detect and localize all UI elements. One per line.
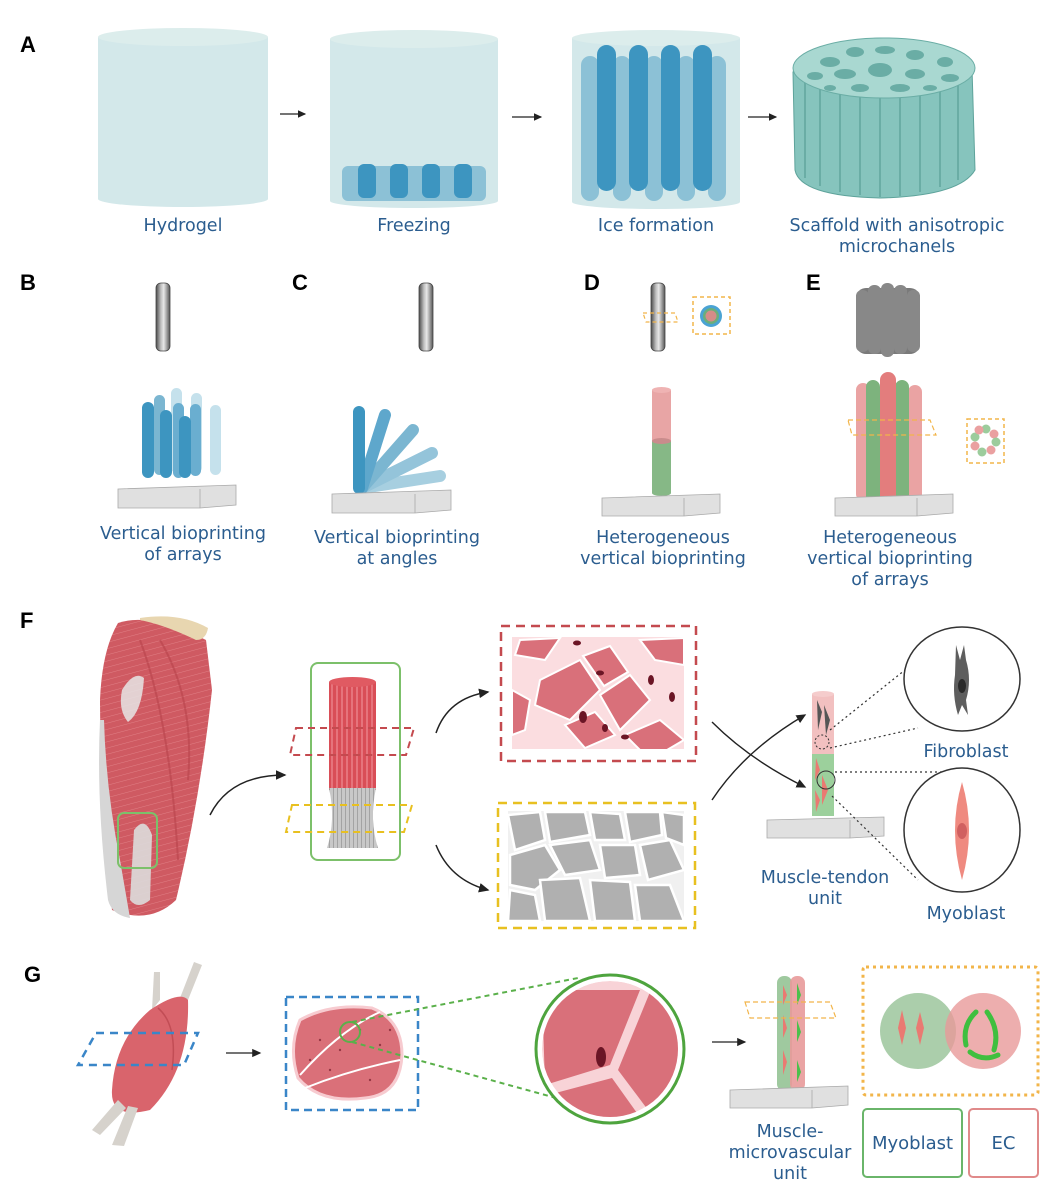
nozzle-icon bbox=[418, 282, 434, 352]
tendon-tissue-micrograph bbox=[496, 801, 697, 930]
arrow-icon bbox=[435, 844, 490, 893]
muscle-tendon-construct bbox=[766, 691, 885, 839]
panel-letter-b: B bbox=[20, 270, 36, 295]
muscle-microvascular-construct bbox=[729, 976, 849, 1109]
myoblast-zoom-circle bbox=[903, 767, 1021, 893]
panel-letter-d: D bbox=[584, 270, 600, 295]
coculture-venn-diagram bbox=[861, 965, 1040, 1097]
caption-panel-b: Vertical bioprinting of arrays bbox=[100, 524, 266, 565]
build-plate bbox=[331, 489, 452, 514]
thigh-muscle-anatomy bbox=[99, 616, 212, 918]
legend-myoblast: Myoblast bbox=[862, 1108, 963, 1178]
multi-nozzle-icon bbox=[856, 283, 920, 357]
ice-formation-cylinder bbox=[572, 30, 740, 209]
panel-letter-a: A bbox=[20, 32, 36, 57]
muscle-tendon-zoom bbox=[284, 662, 416, 861]
muscle-cross-section bbox=[284, 995, 420, 1112]
arrow-icon bbox=[711, 721, 807, 788]
hydrogel-cylinder bbox=[98, 28, 268, 207]
caption-muscle-tendon-unit: Muscle-tendon unit bbox=[760, 868, 890, 909]
caption-fibroblast: Fibroblast bbox=[923, 742, 1009, 762]
muscle-tissue-micrograph bbox=[499, 624, 698, 763]
printed-array bbox=[142, 388, 221, 478]
myofiber-zoom-circle bbox=[534, 973, 686, 1125]
porous-scaffold bbox=[792, 37, 976, 199]
caption-panel-e: Heterogeneous vertical bioprinting of ar… bbox=[807, 528, 973, 590]
build-plate bbox=[601, 493, 721, 517]
heterogeneous-array bbox=[856, 372, 922, 510]
zoom-guide-lines bbox=[351, 977, 579, 1105]
nozzle-icon bbox=[650, 282, 666, 352]
panel-letter-e: E bbox=[806, 270, 821, 295]
arrow-icon bbox=[711, 714, 807, 801]
caption-freezing: Freezing bbox=[377, 216, 451, 236]
caption-muscle-microvascular-unit: Muscle- microvascular unit bbox=[728, 1122, 852, 1184]
array-cross-section bbox=[966, 418, 1005, 464]
arrow-icon bbox=[435, 688, 490, 734]
angled-strands bbox=[353, 406, 446, 494]
caption-panel-d: Heterogeneous vertical bioprinting bbox=[580, 528, 746, 569]
nozzle-icon bbox=[155, 282, 171, 352]
section-plane bbox=[642, 312, 679, 323]
freezing-cylinder bbox=[330, 30, 498, 208]
section-plane bbox=[847, 419, 937, 436]
panel-letter-g: G bbox=[24, 962, 42, 987]
caption-ice-formation: Ice formation bbox=[597, 216, 715, 236]
coaxial-cross-section bbox=[692, 296, 731, 335]
heterogeneous-strand bbox=[652, 387, 671, 496]
caption-hydrogel: Hydrogel bbox=[143, 216, 223, 236]
build-plate bbox=[834, 493, 954, 517]
zoom-guide-lines bbox=[829, 661, 965, 881]
panel-letter-c: C bbox=[292, 270, 308, 295]
caption-myoblast: Myoblast bbox=[926, 904, 1006, 924]
caption-scaffold: Scaffold with anisotropic microchanels bbox=[789, 216, 1005, 257]
panel-letter-f: F bbox=[20, 608, 34, 633]
caption-panel-c: Vertical bioprinting at angles bbox=[314, 528, 480, 569]
arrow-icon bbox=[209, 770, 287, 816]
region-highlight-box bbox=[117, 812, 158, 869]
build-plate bbox=[117, 484, 237, 509]
legend-ec: EC bbox=[968, 1108, 1039, 1178]
muscle-belly-anatomy bbox=[75, 962, 202, 1146]
fibroblast-zoom-circle bbox=[903, 626, 1021, 732]
